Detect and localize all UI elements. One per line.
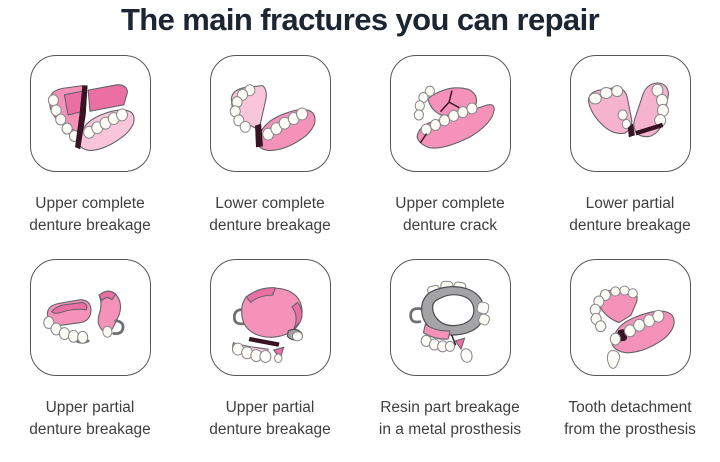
fracture-card-upper-partial-breakage: Upper partial denture breakage (0, 259, 180, 441)
fracture-card-upper-partial-breakage-2: Upper partial denture breakage (180, 259, 360, 441)
fracture-caption: Upper partial denture breakage (29, 399, 151, 438)
metal-ring (421, 285, 485, 336)
clasp-hook (112, 318, 125, 335)
partial-denture-plate-broken-icon (231, 286, 303, 363)
partial-denture-broken-flange-icon (43, 290, 125, 344)
denture-hairline-crack-icon (413, 85, 495, 149)
denture-two-pieces-icon (588, 81, 669, 137)
fracture-card-lower-partial-breakage: Lower partial denture breakage (540, 55, 720, 237)
teeth-row (651, 83, 669, 127)
fracture-caption: Upper complete denture breakage (29, 195, 151, 234)
teeth-row (262, 107, 309, 141)
teeth-row (229, 83, 256, 133)
fracture-crack (248, 336, 280, 347)
lower-complete-denture-breakage-illustration (209, 55, 331, 172)
upper-complete-denture-breakage-illustration (29, 55, 151, 172)
denture-missing-tooth-icon (589, 284, 675, 369)
fracture-crack (451, 334, 457, 345)
teeth-row (420, 102, 478, 136)
tooth (102, 325, 113, 338)
metal-framework-prosthesis-icon (409, 280, 491, 363)
broken-resin-tooth (460, 347, 473, 363)
tooth (291, 330, 303, 341)
fracture-edge-left (627, 123, 635, 137)
hairline-crack (440, 89, 460, 112)
resin-part-breakage-metal-prosthesis-illustration (389, 259, 511, 376)
upper-complete-denture-crack-illustration (389, 55, 511, 172)
fracture-card-resin-breakage-metal-prosthesis: Resin part breakage in a metal prosthesi… (360, 259, 540, 441)
tooth-fragment (274, 353, 283, 363)
denture-cracked-side-icon (229, 83, 316, 151)
teeth-row (588, 84, 631, 129)
fracture-card-tooth-detachment: Tooth detachment from the prosthesis (540, 259, 720, 441)
fracture-caption: Upper partial denture breakage (209, 399, 331, 438)
teeth-row (47, 93, 129, 142)
teeth-row (231, 342, 272, 363)
upper-partial-denture-breakage-2-illustration (209, 259, 331, 376)
tooth-detachment-from-prosthesis-illustration (569, 259, 691, 376)
fracture-caption: Lower partial denture breakage (569, 195, 691, 234)
fracture-caption: Tooth detachment from the prosthesis (564, 399, 696, 438)
page-title: The main fractures you can repair (120, 2, 600, 37)
clasp-hook (409, 306, 423, 323)
fracture-card-lower-complete-breakage: Lower complete denture breakage (180, 55, 360, 237)
fracture-card-upper-complete-crack: Upper complete denture crack (360, 55, 540, 237)
fracture-crack (255, 123, 263, 147)
denture-split-in-two-icon (47, 83, 135, 151)
teeth-row (609, 309, 665, 346)
fracture-crack (75, 84, 88, 149)
teeth-row (43, 315, 89, 344)
fracture-card-upper-complete-breakage: Upper complete denture breakage (0, 55, 180, 237)
hairline-crack-small (419, 132, 427, 143)
fracture-caption: Upper complete denture crack (395, 195, 505, 234)
detached-tooth (606, 349, 621, 369)
teeth-row (420, 334, 456, 352)
upper-partial-denture-breakage-illustration (29, 259, 151, 376)
lower-partial-denture-breakage-illustration (569, 55, 691, 172)
clasp-wire (232, 307, 246, 325)
teeth-row (589, 284, 638, 332)
fracture-caption: Lower complete denture breakage (209, 195, 331, 234)
fracture-grid: Upper complete denture breakage (0, 38, 720, 441)
fracture-edge-right (635, 122, 664, 135)
teeth-row (413, 85, 435, 120)
fracture-caption: Resin part breakage in a metal prosthesi… (378, 399, 522, 438)
